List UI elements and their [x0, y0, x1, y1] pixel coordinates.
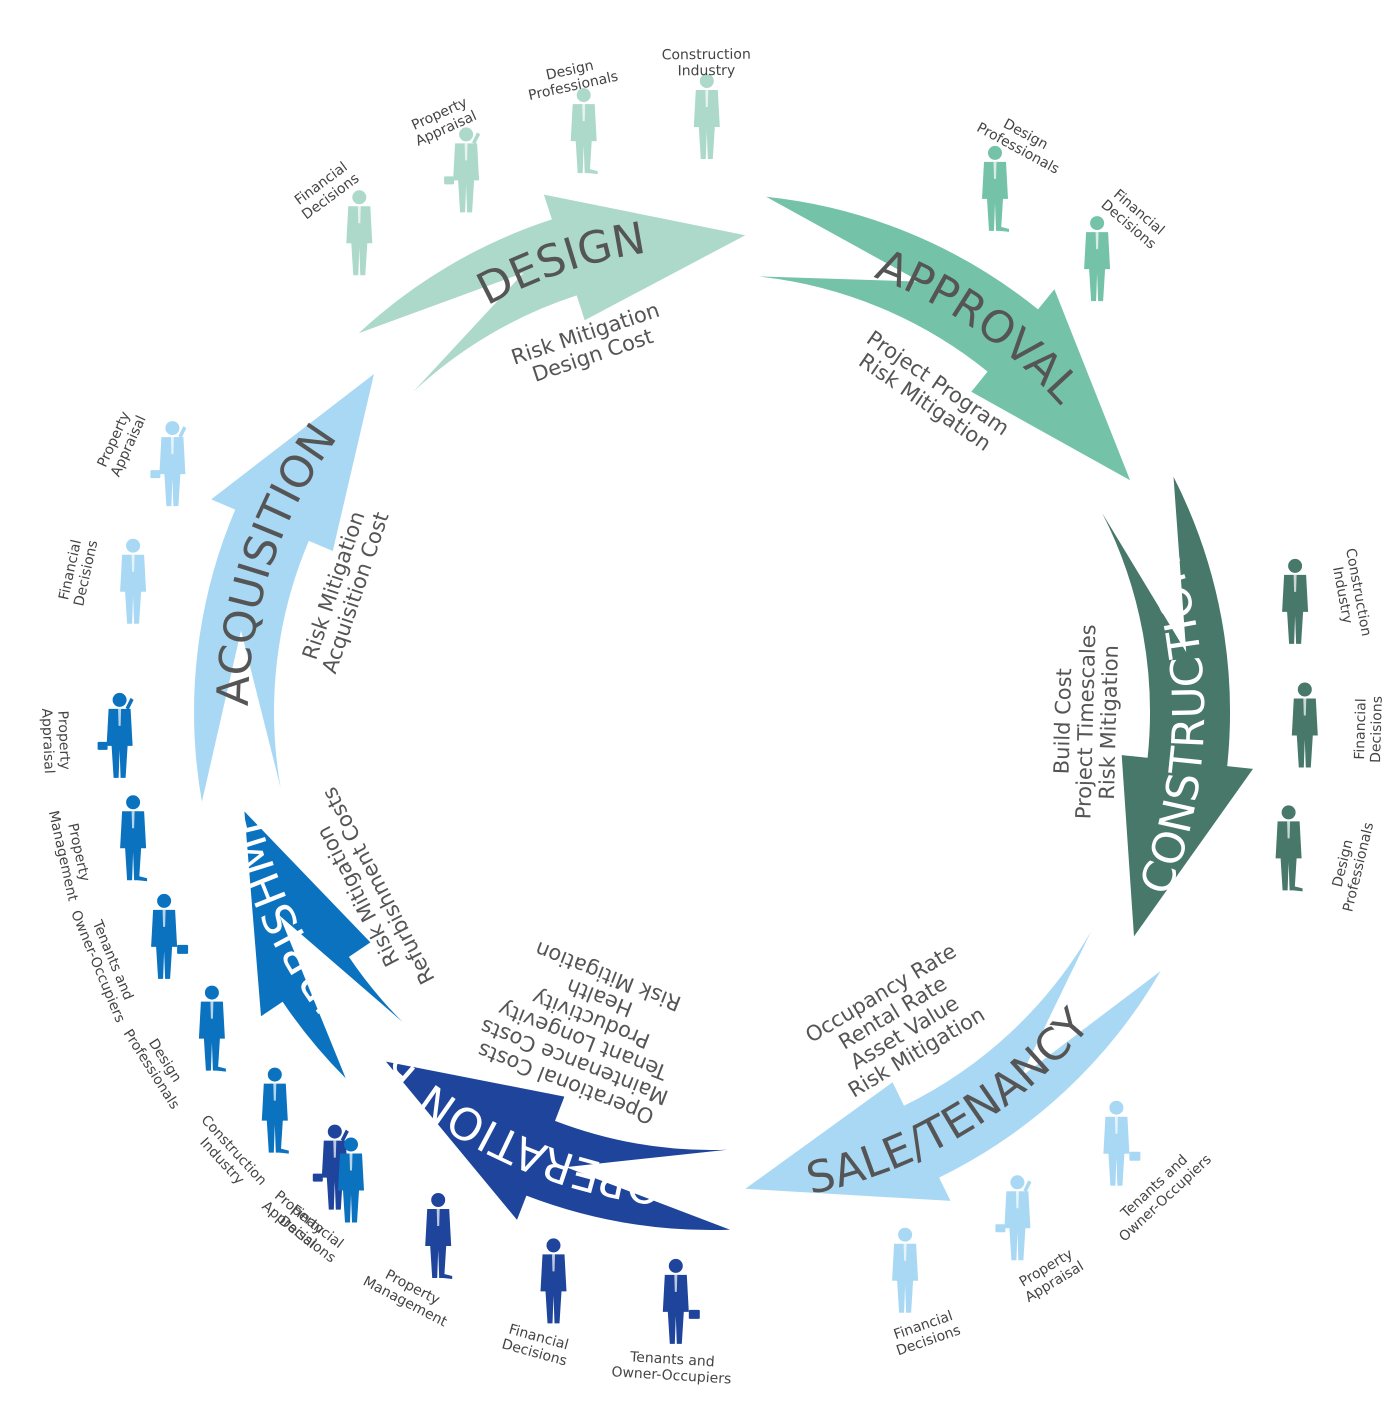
actor-label: Tenants andOwner-Occupiers: [611, 1348, 733, 1387]
stage-arrow-refurbishment: [244, 811, 403, 1079]
businessman-walking-icon: [1275, 805, 1303, 892]
businessman-walking-icon: [261, 1067, 289, 1154]
businessman-icon: [1291, 682, 1318, 768]
factor-item: Project Timescales: [1071, 624, 1100, 820]
businessman-icon: [1084, 216, 1111, 302]
stage-arrow-design: [358, 194, 746, 392]
businessman-icon: [338, 1137, 364, 1223]
stage-arrow-sale-tenancy: [745, 931, 1161, 1201]
actor-group-construction: ConstructionIndustryFinancialDecisionsDe…: [1275, 547, 1386, 914]
actor-label: DesignProfessionals: [1325, 817, 1378, 913]
businessman-phone-icon: [995, 1175, 1032, 1261]
businessman-icon: [120, 538, 147, 624]
businessman-icon: [693, 74, 720, 159]
businessman-phone-icon: [150, 421, 187, 507]
businessman-walking-icon: [570, 88, 598, 175]
actor-label: Tenants andOwner-Occupiers: [67, 902, 143, 1025]
actor-label: PropertyManagement: [45, 806, 96, 903]
actor-label: PropertyAppraisal: [38, 707, 73, 774]
businessman-briefcase-icon: [1103, 1100, 1141, 1186]
actor-label: FinancialDecisions: [500, 1321, 573, 1370]
stage-arrow-construction: [1102, 476, 1253, 937]
actor-group-operation: Tenants andOwner-Occupiers FinancialDecis…: [259, 1124, 733, 1388]
actor-label: DesignProfessionals: [523, 53, 619, 104]
businessman-phone-icon: [97, 692, 134, 778]
stage-arrow-operation: [386, 1061, 731, 1231]
stage-arrows: [194, 194, 1253, 1231]
actor-label: PropertyAppraisal: [1014, 1245, 1087, 1306]
businessman-phone-icon: [444, 127, 481, 213]
actor-label: ConstructionIndustry: [186, 1112, 270, 1199]
actor-group-acquisition: FinancialDecisions PropertyAppraisal: [56, 406, 187, 624]
actor-label: PropertyAppraisal: [406, 93, 479, 149]
factor-item: Risk Mitigation: [1095, 645, 1123, 800]
businessman-icon: [1282, 558, 1309, 644]
businessman-walking-icon: [425, 1193, 453, 1279]
businessman-walking-icon: [120, 795, 148, 882]
actor-label: FinancialDecisions: [1352, 695, 1386, 763]
actor-label: DesignProfessionals: [120, 1018, 196, 1112]
stage-arrow-approval: [757, 196, 1131, 481]
actor-label: FinancialDecisions: [56, 535, 102, 607]
businessman-briefcase-icon: [151, 893, 189, 979]
factor-item: Build Cost: [1050, 668, 1077, 775]
businessman-icon: [346, 190, 373, 276]
actor-label: PropertyAppraisal: [93, 406, 149, 479]
businessman-icon: [540, 1238, 567, 1324]
businessman-walking-icon: [982, 145, 1009, 232]
stage-arrow-acquisition: [194, 374, 374, 802]
businessman-icon: [892, 1227, 919, 1313]
businessman-walking-icon: [198, 985, 226, 1072]
actor-label: FinancialDecisions: [889, 1307, 963, 1359]
businessman-briefcase-icon: [662, 1258, 700, 1344]
actor-label: ConstructionIndustry: [1326, 547, 1374, 640]
